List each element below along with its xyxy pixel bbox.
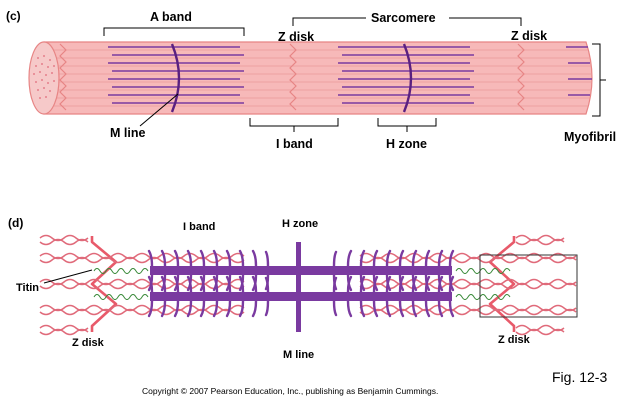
figure-number: Fig. 12-3 [552,369,607,385]
z-disks-c [59,43,525,111]
panel-d: (d) I band H zone [8,216,578,361]
thin-filaments-d [39,234,577,336]
titin-label: Titin [16,282,39,294]
z-disk-right-label-d: Z disk [498,334,531,346]
z-disks-d [90,236,516,332]
panel-d-letter: (d) [8,216,23,230]
sarcomere-bracket [292,17,522,26]
myofibril-cylinder [28,41,593,115]
a-band-bracket [103,27,245,36]
a-band-label: A band [150,10,192,24]
m-line-label-d: M line [283,349,314,361]
thick-filaments-d [150,242,452,332]
detail-box [479,254,578,318]
z-disk-left-label-d: Z disk [72,337,105,349]
titin-springs [93,268,511,300]
i-band-bracket [249,118,339,127]
h-zone-bracket [377,118,437,127]
m-line-c-pointer [139,93,179,127]
panel-c: (c) [6,9,616,151]
z-disk-right-label-c: Z disk [511,29,547,43]
m-line-label-c: M line [110,126,145,140]
myosin-heads-right [332,249,455,318]
m-line-c-right [402,43,413,113]
m-line-c-left [170,43,181,113]
copyright-text: Copyright © 2007 Pearson Education, Inc.… [142,386,438,396]
h-zone-label-d: H zone [282,218,318,230]
i-band-label-d: I band [183,221,215,233]
i-band-label-c: I band [276,137,313,151]
myofibril-bracket [592,43,601,117]
panel-c-letter: (c) [6,9,21,23]
h-zone-label-c: H zone [386,137,427,151]
myofibril-label: Myofibril [564,130,616,144]
z-disk-left-label-c: Z disk [278,30,314,44]
myosin-heads-left [147,249,270,318]
titin-pointer [43,269,93,284]
sarcomere-label: Sarcomere [371,11,436,25]
